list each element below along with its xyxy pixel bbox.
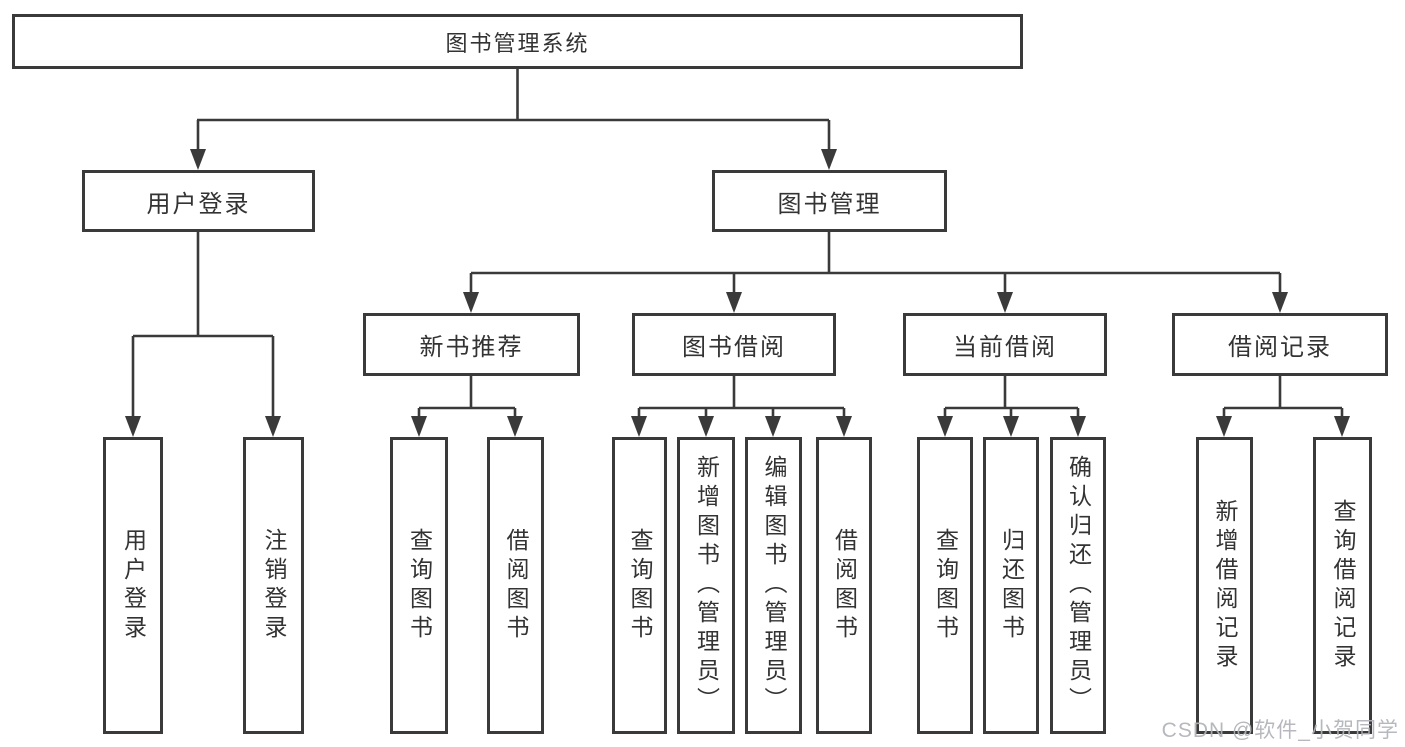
leaf-record-query: 查询借阅记录 <box>1313 437 1372 734</box>
leaf-label: 归还图书 <box>998 527 1025 644</box>
leaf-label: 用户登录 <box>120 527 147 644</box>
node-label: 图书借阅 <box>682 334 786 361</box>
node-new-book-recommend: 新书推荐 <box>363 313 580 376</box>
leaf-newbook-query: 查询图书 <box>390 437 448 734</box>
leaf-current-confirm-admin: 确认归还（管理员） <box>1050 437 1106 734</box>
node-user-login: 用户登录 <box>82 170 315 232</box>
leaf-borrow-book: 借阅图书 <box>816 437 872 734</box>
leaf-borrow-edit-admin: 编辑图书（管理员） <box>745 437 802 734</box>
leaf-label: 注销登录 <box>261 527 287 644</box>
leaf-borrow-query: 查询图书 <box>612 437 667 734</box>
leaf-label: 查询借阅记录 <box>1330 498 1356 673</box>
leaf-user-login: 用户登录 <box>103 437 163 734</box>
leaf-label: 编辑图书（管理员） <box>761 455 787 716</box>
leaf-label: 新增借阅记录 <box>1212 498 1238 673</box>
leaf-label: 查询图书 <box>406 527 433 644</box>
leaf-label: 新增图书（管理员） <box>693 455 720 716</box>
node-current-borrow: 当前借阅 <box>903 313 1107 376</box>
node-borrow-record: 借阅记录 <box>1172 313 1388 376</box>
leaf-label: 查询图书 <box>627 527 653 644</box>
node-label: 用户登录 <box>146 190 251 218</box>
leaf-current-return: 归还图书 <box>983 437 1039 734</box>
leaf-logout: 注销登录 <box>243 437 304 734</box>
node-label: 当前借阅 <box>953 334 1057 361</box>
leaf-newbook-borrow: 借阅图书 <box>487 437 544 734</box>
csdn-watermark: CSDN @软件_小贺同学 <box>1161 719 1399 742</box>
leaf-record-add: 新增借阅记录 <box>1196 437 1253 734</box>
leaf-borrow-add-admin: 新增图书（管理员） <box>677 437 735 734</box>
node-label: 图书管理系统 <box>445 30 590 56</box>
leaf-current-query: 查询图书 <box>917 437 973 734</box>
node-book-management: 图书管理 <box>712 170 947 232</box>
node-label: 新书推荐 <box>419 334 524 361</box>
node-system-root: 图书管理系统 <box>12 14 1023 69</box>
leaf-label: 借阅图书 <box>831 527 858 644</box>
node-label: 图书管理 <box>777 190 882 218</box>
node-label: 借阅记录 <box>1228 334 1332 361</box>
node-book-borrow: 图书借阅 <box>632 313 836 376</box>
leaf-label: 借阅图书 <box>503 527 529 644</box>
leaf-label: 确认归还（管理员） <box>1065 455 1092 716</box>
leaf-label: 查询图书 <box>932 527 959 644</box>
